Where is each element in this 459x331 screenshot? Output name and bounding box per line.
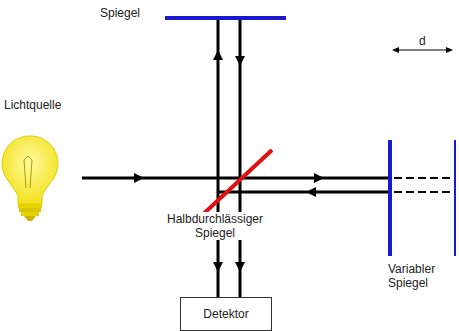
label: d	[419, 34, 431, 48]
light-beams	[82, 20, 388, 297]
mirror-position	[454, 140, 456, 256]
light-bulb	[2, 136, 58, 221]
variable-mirror	[388, 140, 392, 256]
beam-arrows	[134, 50, 324, 272]
detector-box: Detektor	[180, 297, 272, 331]
label: Spiegel	[100, 6, 160, 20]
dashed-beams	[394, 178, 450, 192]
mirror	[165, 16, 286, 20]
label: Halbdurchlässiger Spiegel	[160, 212, 270, 240]
label: Lichtquelle	[4, 98, 94, 112]
label: Variabler Spiegel	[388, 262, 456, 290]
node-text: Detektor	[197, 307, 254, 321]
